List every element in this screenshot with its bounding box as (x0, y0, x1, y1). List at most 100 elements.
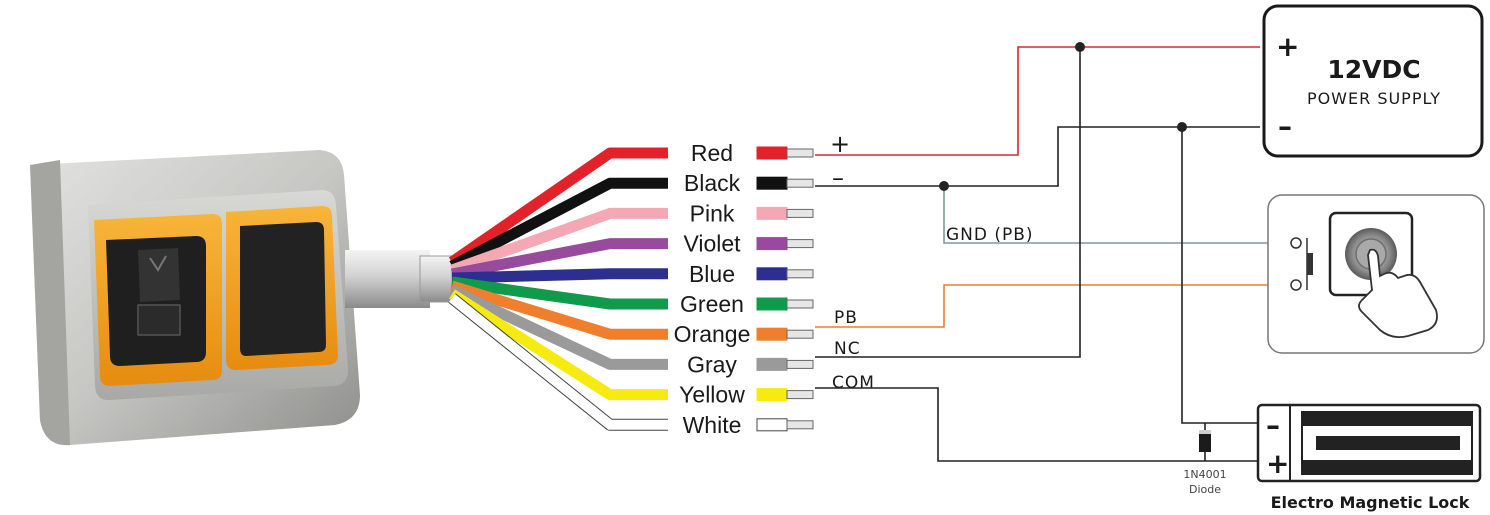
wire-label: Yellow (679, 382, 745, 408)
wire-strand (449, 289, 668, 401)
button-contact-bottom (1290, 279, 1302, 291)
wire-terminal (786, 390, 814, 400)
wire-terminal (786, 299, 814, 309)
wire-strand (451, 276, 668, 310)
wire-label: Orange (674, 321, 751, 347)
wire-stub (756, 237, 788, 251)
push-button (1267, 194, 1485, 354)
wire-pink: Pink (450, 200, 814, 276)
wire-white: White (448, 293, 814, 438)
plus-signal-label: + (830, 130, 850, 158)
wire-label: Black (684, 170, 741, 196)
wire-terminal (786, 208, 814, 218)
psu-minus-terminal: – (1278, 110, 1292, 143)
sensor-pad (137, 304, 181, 336)
wire-label: Blue (689, 261, 735, 287)
positive-line (815, 46, 1260, 156)
wire-stub (756, 206, 788, 220)
wire-core (448, 294, 668, 430)
wire-strand (448, 147, 668, 267)
button-switch-actuator (1307, 253, 1313, 275)
cable-end (419, 255, 453, 303)
reader-side (30, 160, 70, 446)
wire-terminal (786, 359, 814, 369)
wire-stub (756, 327, 788, 341)
wire-terminal (786, 269, 814, 279)
wire-green: Green (451, 276, 814, 317)
power-supply: + – 12VDC POWER SUPPLY (1262, 4, 1484, 158)
schematic-lines (815, 46, 1280, 462)
gnd-pb-line (943, 186, 1280, 244)
rfid-pad (240, 222, 326, 356)
wire-strand (450, 238, 668, 280)
hand-pointer-icon (1358, 248, 1438, 339)
psu-plus-terminal: + (1276, 30, 1299, 63)
wire-label: Violet (683, 231, 741, 257)
wire-stub (756, 267, 788, 281)
diode-name: Diode (1189, 483, 1221, 496)
wire-strand (450, 280, 668, 340)
fingerprint-reader (30, 150, 360, 446)
lock-bar-bottom (1302, 460, 1472, 474)
junction-dot (939, 181, 949, 191)
wire-harness: RedBlackPinkVioletBlueGreenOrangeGrayYel… (448, 140, 814, 438)
wire-strand (450, 207, 668, 276)
wire-stub (756, 357, 788, 371)
wire-stub (756, 418, 788, 432)
pb-label: PB (834, 308, 858, 328)
wire-label: White (683, 412, 742, 438)
psu-title: 12VDC (1327, 55, 1420, 84)
negative-line (815, 126, 1260, 187)
pb-line (815, 284, 1280, 328)
wire-label: Red (691, 140, 733, 166)
wire-terminal (786, 420, 814, 430)
cable-jacket (345, 250, 430, 308)
lock-plus-terminal: + (1266, 447, 1289, 480)
diode-body (1199, 430, 1211, 452)
junction-dot (1075, 42, 1085, 52)
junction-dots (939, 42, 1187, 191)
psu-subtitle: POWER SUPPLY (1307, 89, 1441, 108)
wire-blue: Blue (451, 261, 814, 287)
wire-label: Pink (690, 200, 735, 226)
wire-strand (451, 268, 668, 284)
wire-violet: Violet (450, 231, 814, 280)
wire-terminal (786, 329, 814, 339)
com-line (815, 387, 1260, 462)
wire-stub (756, 297, 788, 311)
lock-minus-terminal: – (1266, 409, 1280, 442)
wire-label: Gray (687, 351, 737, 377)
wire-stub (756, 176, 788, 190)
com-label: COM (832, 373, 875, 393)
nc-line (815, 47, 1081, 358)
lock-negative-line (1181, 127, 1260, 424)
minus-signal-label: – (832, 164, 844, 192)
diode: 1N4001 Diode (1183, 430, 1227, 496)
wire-red: Red (448, 140, 814, 267)
lock-bar-top (1302, 412, 1472, 426)
power-supply-box (1262, 4, 1484, 158)
wire-orange: Orange (450, 280, 814, 347)
wire-terminal (786, 178, 814, 188)
finger-guide-mark (149, 255, 167, 272)
nc-label: NC (834, 339, 861, 359)
button-contact-top (1290, 237, 1302, 249)
wire-gray: Gray (449, 285, 814, 377)
wire-label: Green (680, 291, 744, 317)
wire-black: Black (449, 170, 814, 271)
lock-label: Electro Magnetic Lock (1271, 493, 1470, 512)
wire-terminal (786, 148, 814, 158)
finger-guide (138, 248, 180, 302)
wire-stub (756, 146, 788, 160)
wire-strand (449, 285, 668, 370)
wire-strand (449, 177, 668, 271)
gnd-pb-label: GND (PB) (946, 225, 1034, 245)
junction-dot (1177, 122, 1187, 132)
wire-yellow: Yellow (449, 289, 814, 408)
diode-part-number: 1N4001 (1183, 468, 1226, 481)
wire-terminal (786, 239, 814, 249)
electro-magnetic-lock: – + Electro Magnetic Lock (1256, 403, 1482, 512)
lock-bar-middle (1316, 436, 1460, 450)
wire-stub (756, 388, 788, 402)
